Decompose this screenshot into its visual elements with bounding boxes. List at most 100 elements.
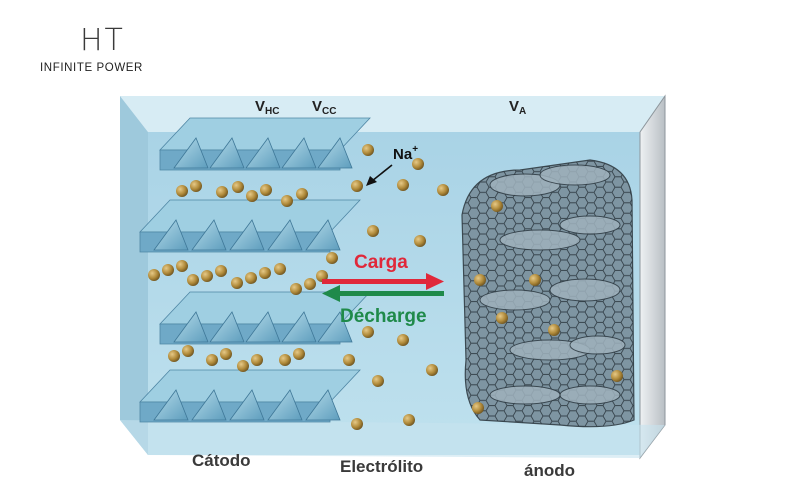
sodium-ion	[472, 402, 484, 414]
cathode-crystal	[317, 137, 353, 169]
cathode-layer	[139, 369, 361, 423]
sodium-ion	[293, 348, 305, 360]
cathode-layer	[159, 117, 371, 171]
sodium-ion	[216, 186, 228, 198]
anode-graphite-stack	[461, 159, 635, 428]
sodium-ion	[412, 158, 424, 170]
cathode-crystal	[153, 389, 189, 421]
cathode-crystal	[209, 311, 245, 343]
cathode-crystal-layers	[139, 117, 371, 423]
sodium-ion	[474, 274, 486, 286]
cathode-crystal	[305, 389, 341, 421]
sodium-ion	[491, 200, 503, 212]
label-vcc: VCC	[312, 98, 336, 117]
label-cathode: Cátodo	[192, 451, 251, 470]
graphene-sheet	[479, 289, 551, 311]
graphene-sheet	[559, 215, 621, 235]
logo-mark: HT	[80, 23, 125, 58]
cathode-crystal	[267, 219, 303, 251]
sodium-ion	[611, 370, 623, 382]
graphene-sheets	[479, 164, 626, 405]
sodium-ion	[182, 345, 194, 357]
sodium-ion	[529, 274, 541, 286]
sodium-ion	[162, 264, 174, 276]
sodium-ion	[168, 350, 180, 362]
label-charge: Carga	[354, 252, 408, 273]
sodium-ion	[176, 260, 188, 272]
label-vhc: VHC	[255, 98, 279, 117]
graphene-sheet	[489, 385, 561, 405]
cathode-layer	[139, 199, 361, 253]
sodium-ion	[231, 277, 243, 289]
sodium-ion	[426, 364, 438, 376]
sodium-ion	[201, 270, 213, 282]
label-na-ion: Na+	[393, 144, 418, 163]
sodium-ion-particles	[148, 144, 623, 430]
ion-pointer-arrow	[366, 164, 393, 186]
sodium-ion	[148, 269, 160, 281]
cathode-crystal	[245, 137, 281, 169]
sodium-ion	[397, 179, 409, 191]
sodium-ion	[326, 252, 338, 264]
cathode-crystal	[317, 311, 353, 343]
cathode-crystal	[209, 137, 245, 169]
sodium-ion	[206, 354, 218, 366]
cathode-crystal	[191, 219, 227, 251]
cathode-crystal	[281, 137, 317, 169]
sodium-ion	[437, 184, 449, 196]
sodium-ion	[397, 334, 409, 346]
sodium-ion	[259, 267, 271, 279]
cathode-crystal	[305, 219, 341, 251]
graphene-sheet	[559, 385, 621, 405]
sodium-ion	[251, 354, 263, 366]
cathode-crystal	[173, 311, 209, 343]
cathode-crystal	[153, 219, 189, 251]
cathode-crystal	[173, 137, 209, 169]
label-anode: ánodo	[524, 461, 575, 480]
brand-logo: HT INFINITE POWER	[40, 23, 190, 75]
graphene-sheet	[539, 164, 611, 186]
sodium-ion	[281, 195, 293, 207]
sodium-ion	[403, 414, 415, 426]
cathode-crystal	[191, 389, 227, 421]
charge-arrow	[322, 273, 444, 290]
sodium-ion	[351, 180, 363, 192]
sodium-ion	[279, 354, 291, 366]
sodium-ion	[190, 180, 202, 192]
sodium-ion	[220, 348, 232, 360]
cathode-crystal	[267, 389, 303, 421]
graphene-sheet	[549, 278, 621, 302]
sodium-ion	[232, 181, 244, 193]
sodium-ion	[237, 360, 249, 372]
label-discharge: Décharge	[340, 306, 427, 327]
sodium-ion	[245, 272, 257, 284]
sodium-ion	[274, 263, 286, 275]
sodium-ion	[362, 326, 374, 338]
sodium-ion	[176, 185, 188, 197]
sodium-ion	[351, 418, 363, 430]
sodium-ion	[304, 278, 316, 290]
graphene-sheet	[499, 229, 581, 251]
sodium-ion	[496, 312, 508, 324]
cathode-crystal	[229, 219, 265, 251]
cathode-crystal	[281, 311, 317, 343]
sodium-ion	[260, 184, 272, 196]
sodium-ion	[362, 144, 374, 156]
discharge-arrow	[322, 285, 444, 302]
sodium-ion	[372, 375, 384, 387]
sodium-ion	[367, 225, 379, 237]
label-va: VA	[509, 98, 526, 117]
sodium-ion	[290, 283, 302, 295]
sodium-ion	[187, 274, 199, 286]
graphene-sheet	[489, 173, 561, 197]
sodium-ion	[414, 235, 426, 247]
sodium-ion	[343, 354, 355, 366]
sodium-ion	[215, 265, 227, 277]
cathode-crystal	[245, 311, 281, 343]
graphene-sheet	[569, 335, 626, 355]
label-electrolyte: Electrólito	[340, 457, 423, 476]
cathode-crystal	[229, 389, 265, 421]
sodium-ion	[296, 188, 308, 200]
sodium-ion	[246, 190, 258, 202]
